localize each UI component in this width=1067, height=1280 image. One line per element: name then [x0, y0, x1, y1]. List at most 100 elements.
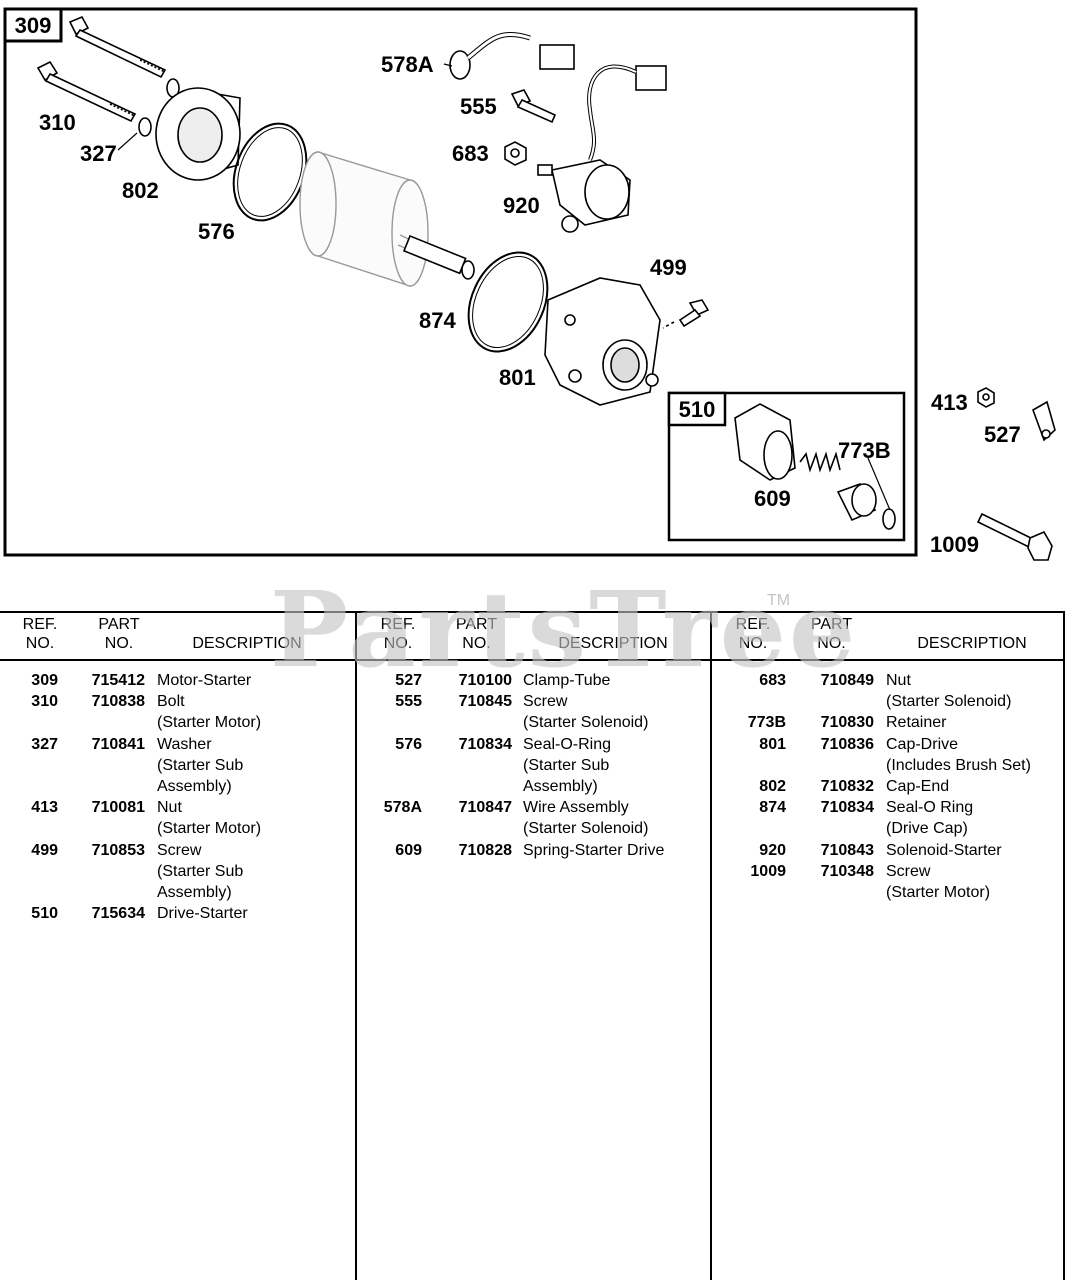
leader-578A	[443, 63, 453, 67]
part-description: Seal-O Ring	[886, 799, 974, 817]
header-part-line2: NO.	[462, 635, 491, 652]
ref-number: 309	[31, 672, 58, 689]
solenoid-920	[537, 159, 631, 233]
drive-cap-801	[544, 277, 661, 406]
part-number: 710834	[458, 735, 512, 753]
callout-527: 527	[984, 422, 1021, 447]
part-description: Clamp-Tube	[523, 672, 611, 689]
part-description: (Starter Motor)	[157, 714, 262, 732]
part-description: (Drive Cap)	[886, 820, 968, 838]
part-description: Drive-Starter	[157, 905, 248, 923]
part-number: 710845	[458, 693, 512, 711]
callout-1009: 1009	[930, 532, 979, 557]
callout-310: 310	[39, 110, 76, 135]
ref-number: 609	[395, 841, 422, 859]
part-description: (Starter Sub	[157, 862, 244, 880]
part-description: Assembly)	[157, 777, 232, 795]
callout-801: 801	[499, 365, 536, 390]
ref-number: 576	[395, 735, 422, 753]
part-number: 710830	[820, 714, 874, 732]
header-part-line2: NO.	[104, 635, 134, 652]
ref-number: 683	[759, 672, 786, 689]
callout-578A: 578A	[381, 52, 434, 77]
callout-576: 576	[198, 219, 235, 244]
armature-shaft	[402, 234, 475, 280]
callout-683: 683	[452, 141, 489, 166]
o-ring-874	[467, 251, 549, 353]
ref-number: 510	[31, 905, 58, 923]
o-ring-874-inner	[472, 255, 544, 349]
part-description: Wire Assembly	[523, 799, 629, 817]
part-number: 710853	[91, 841, 145, 859]
long-bolt-310-upper	[68, 15, 167, 79]
callout-609: 609	[754, 486, 791, 511]
end-cap-802	[155, 87, 241, 181]
part-description: Nut	[157, 799, 182, 817]
part-description: (Starter Motor)	[886, 883, 991, 901]
part-description: Screw	[886, 862, 931, 880]
header-part-line2: NO.	[817, 635, 846, 652]
retainer-773B	[882, 508, 896, 530]
ref-number: 802	[759, 778, 786, 795]
ref-number: 578A	[383, 799, 422, 817]
callout-874: 874	[419, 308, 456, 333]
part-number: 710843	[820, 841, 874, 859]
header-description: DESCRIPTION	[917, 635, 1027, 652]
part-description: (Starter Motor)	[157, 820, 262, 838]
header-ref-line2: NO.	[25, 635, 55, 652]
ref-number: 1009	[750, 862, 786, 880]
assembly-510-tag	[667, 391, 727, 427]
header-part-line1: PART	[98, 616, 140, 633]
spring-609	[799, 451, 841, 473]
part-number: 710832	[820, 778, 874, 795]
clamp-tube-527	[1032, 400, 1056, 442]
nut-413	[977, 387, 995, 408]
ref-number: 499	[31, 841, 58, 859]
part-description: Cap-End	[886, 778, 950, 795]
ref-number: 327	[31, 735, 58, 753]
callout-802: 802	[122, 178, 159, 203]
part-description: Solenoid-Starter	[886, 841, 1002, 859]
assembly-510-frame	[667, 391, 906, 542]
collar	[836, 483, 877, 522]
header-ref-line1: REF.	[22, 616, 58, 633]
callout-499: 499	[650, 255, 687, 280]
part-number: 710847	[458, 799, 512, 817]
part-description: Cap-Drive	[886, 735, 959, 753]
part-description: Assembly)	[157, 883, 232, 901]
part-description: Spring-Starter Drive	[523, 841, 665, 859]
nut-683	[504, 141, 527, 166]
screw-555	[510, 89, 557, 124]
part-number: 710100	[458, 672, 512, 689]
screw-1009	[976, 512, 1053, 561]
assembly-309-tag	[3, 7, 63, 43]
callout-327: 327	[80, 141, 117, 166]
leader-773B	[867, 457, 891, 511]
part-description: (Starter Sub	[523, 756, 610, 774]
part-description: (Starter Solenoid)	[886, 693, 1012, 711]
part-number: 710836	[820, 735, 874, 753]
part-number: 710841	[91, 735, 145, 753]
part-description: (Includes Brush Set)	[886, 756, 1031, 774]
part-number: 710849	[820, 672, 874, 689]
assembly-309-tag-label: 309	[15, 13, 52, 38]
part-description: Seal-O-Ring	[523, 735, 612, 753]
ref-number: 874	[759, 799, 786, 817]
ref-number: 773B	[747, 714, 786, 732]
assembly-309-frame	[3, 7, 918, 557]
drive-pinion-609	[734, 403, 796, 481]
header-ref-line2: NO.	[738, 635, 768, 652]
screw-499	[662, 299, 710, 329]
callout-773B: 773B	[838, 438, 891, 463]
long-bolt-310-lower	[36, 60, 137, 123]
part-number: 710834	[820, 799, 874, 817]
part-description: Screw	[523, 693, 568, 711]
header-ref-line1: REF.	[735, 616, 771, 633]
part-description: Screw	[157, 841, 202, 859]
